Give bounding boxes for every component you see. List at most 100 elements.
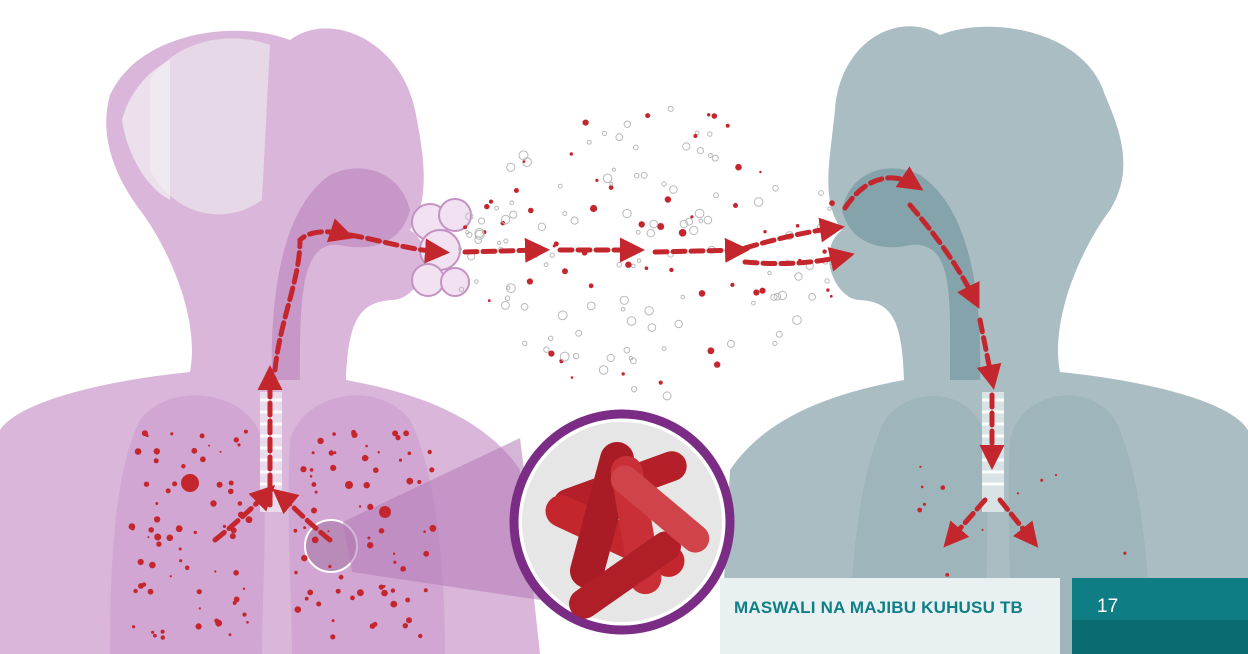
- lung-bacteria-dot: [167, 535, 174, 542]
- lung-bacteria-dot: [367, 537, 370, 540]
- droplet: [809, 294, 816, 301]
- droplet: [708, 154, 712, 158]
- lung-bacteria-dot: [357, 589, 364, 596]
- lung-bacteria-dot: [393, 561, 396, 564]
- lung-bacteria-dot: [156, 541, 161, 546]
- droplet: [507, 163, 515, 171]
- lung-bacteria-dot: [242, 613, 246, 617]
- droplet: [773, 341, 777, 345]
- lung-bacteria-dot: [138, 559, 144, 565]
- lung-bacteria-dot: [215, 620, 222, 627]
- lung-bacteria-dot: [132, 625, 135, 628]
- droplet: [560, 352, 569, 361]
- droplet: [633, 145, 638, 150]
- lung-bacteria-dot: [406, 617, 412, 623]
- droplet: [690, 226, 698, 234]
- droplet: [776, 331, 782, 337]
- droplet: [825, 279, 829, 283]
- lung-bacteria-dot: [154, 458, 159, 463]
- lung-bacteria-dot: [154, 448, 160, 454]
- droplet: [603, 174, 612, 183]
- lung-bacteria-dot: [300, 466, 306, 472]
- droplet: [648, 324, 656, 332]
- healthy-lung-bacteria-dot: [941, 485, 946, 490]
- lung-bacteria-dot: [417, 480, 421, 484]
- lung-bacteria-dot: [243, 588, 245, 590]
- lung-bacteria-dot: [194, 531, 197, 534]
- lung-bacteria-dot: [217, 482, 223, 488]
- infected-droplet: [659, 381, 663, 385]
- lung-bacteria-dot: [135, 448, 142, 455]
- lung-bacteria-dot: [373, 467, 379, 473]
- lung-bacteria-dot: [191, 448, 197, 454]
- lung-bacteria-dot: [172, 481, 177, 486]
- page-number: 17: [1097, 596, 1118, 618]
- lung-bacteria-dot: [196, 623, 202, 629]
- droplet: [550, 253, 554, 257]
- droplet: [610, 182, 613, 185]
- droplet: [728, 340, 735, 347]
- droplet: [631, 358, 637, 364]
- droplet: [502, 302, 510, 310]
- lung-bacteria-dot: [428, 450, 432, 454]
- lung-bacteria-dot: [170, 575, 172, 577]
- infected-droplet: [583, 120, 589, 126]
- droplet: [571, 217, 578, 224]
- lung-bacteria-dot: [403, 430, 409, 436]
- droplet: [573, 353, 578, 358]
- droplet: [523, 341, 527, 345]
- droplet: [670, 186, 678, 194]
- droplet: [510, 201, 514, 205]
- droplet: [668, 106, 673, 111]
- lung-bacteria-dot: [230, 533, 236, 539]
- lung-bacteria-dot: [200, 456, 206, 462]
- lung-bacteria-dot: [146, 434, 149, 437]
- lung-bacteria-dot: [379, 528, 385, 534]
- infected-droplet: [645, 266, 649, 270]
- lung-bacteria-dot: [294, 529, 298, 533]
- infected-droplet: [463, 225, 467, 229]
- droplet: [587, 140, 591, 144]
- droplet: [623, 209, 631, 217]
- lung-bacteria-dot: [391, 588, 395, 592]
- infected-droplet: [830, 295, 833, 298]
- droplet-spray: [459, 106, 835, 400]
- lung-bacteria-dot: [393, 553, 395, 555]
- lung-bacteria-dot: [418, 634, 422, 638]
- droplet: [768, 271, 771, 274]
- droplet: [828, 207, 831, 210]
- infected-droplet: [690, 215, 693, 218]
- healthy-lung-bacteria-dot: [982, 529, 984, 531]
- infected-droplet: [489, 200, 493, 204]
- lung-bacteria-dot: [148, 589, 154, 595]
- lung-bacteria-dot: [317, 438, 323, 444]
- lung-bacteria-dot: [295, 606, 302, 613]
- lung-bacteria-dot: [181, 464, 185, 468]
- droplet: [627, 317, 636, 326]
- healthy-lung-bacteria-dot: [923, 503, 926, 506]
- infected-person-figure: [0, 28, 540, 654]
- infected-droplet: [514, 188, 519, 193]
- lung-bacteria-dot: [153, 634, 157, 638]
- lung-bacteria-dot: [310, 468, 314, 472]
- droplet: [662, 182, 666, 186]
- healthy-lung-bacteria-dot: [1123, 552, 1126, 555]
- healthy-lung-bacteria-dot: [1040, 479, 1043, 482]
- infected-droplet: [590, 205, 597, 212]
- droplet: [549, 336, 553, 340]
- lung-bacteria-dot: [423, 551, 429, 557]
- lung-bacteria-dot: [423, 530, 426, 533]
- healthy-lung-bacteria-dot: [919, 466, 921, 468]
- lung-bacteria-dot: [179, 548, 182, 551]
- lung-lesion-dot: [181, 474, 199, 492]
- lung-bacteria-dot: [149, 562, 156, 569]
- droplet: [695, 209, 704, 218]
- lung-bacteria-dot: [327, 530, 329, 532]
- healthy-lung-bacteria-dot: [1055, 474, 1057, 476]
- lung-bacteria-dot: [330, 634, 335, 639]
- infected-droplet: [488, 299, 491, 302]
- lung-bacteria-dot: [210, 500, 216, 506]
- droplet: [650, 220, 658, 228]
- droplet: [699, 219, 703, 223]
- infected-droplet: [699, 290, 706, 297]
